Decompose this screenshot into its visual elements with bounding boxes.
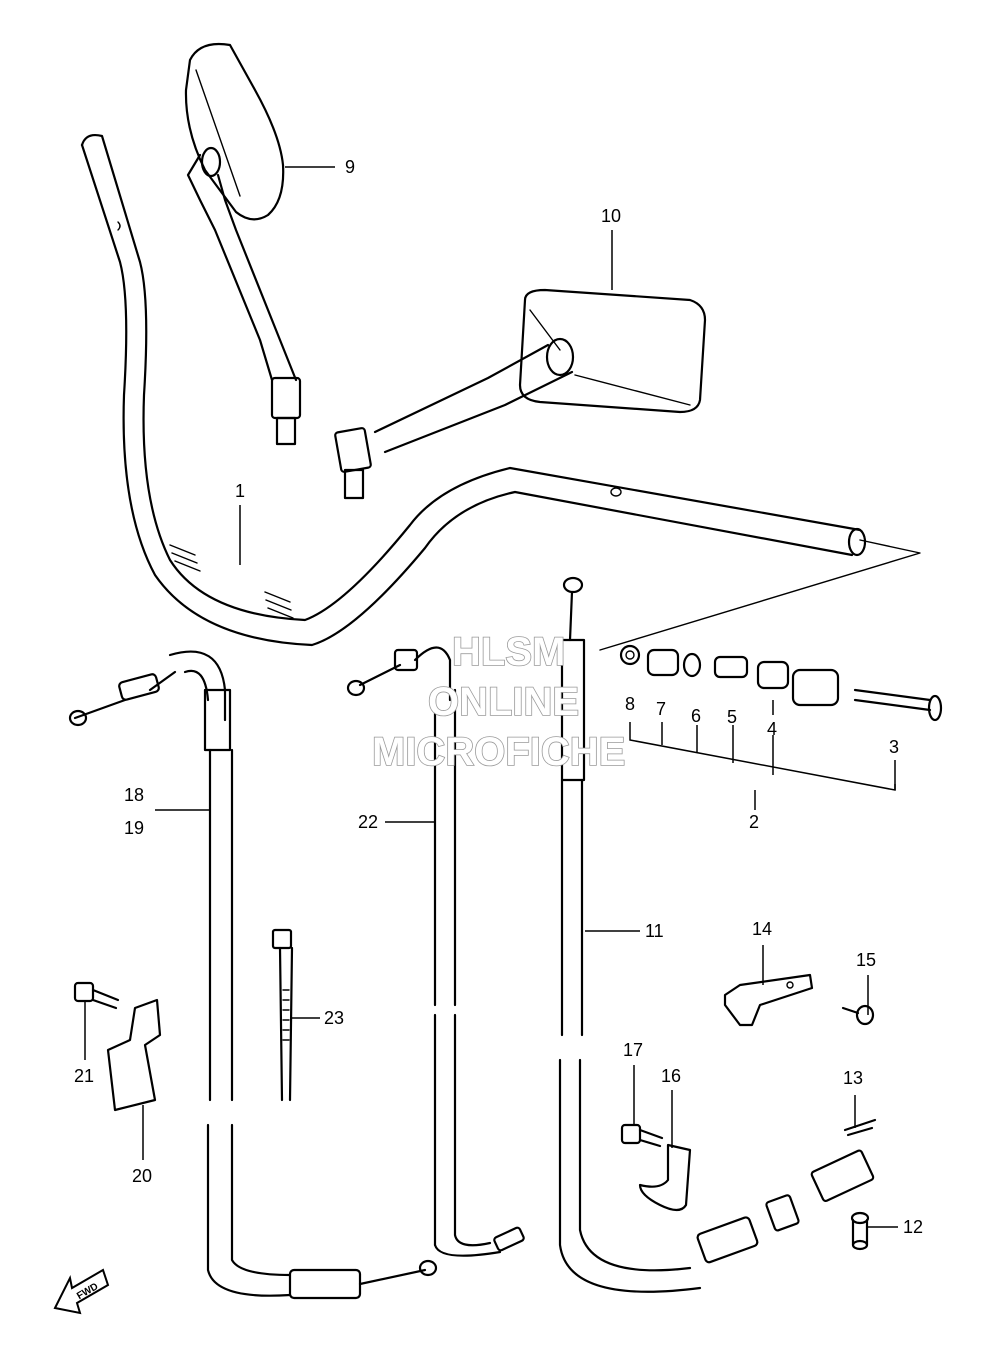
- callout-19: 19: [124, 818, 144, 838]
- callout-21: 21: [74, 1066, 94, 1086]
- callout-3: 3: [889, 737, 899, 757]
- balancer-assembly: [619, 644, 943, 791]
- fwd-arrow-icon: FWD: [53, 1268, 110, 1315]
- callout-6: 6: [691, 706, 701, 726]
- callout-15: 15: [856, 950, 876, 970]
- bracket-20: [106, 998, 162, 1112]
- callout-18: 18: [124, 785, 144, 805]
- callout-13: 13: [843, 1068, 863, 1088]
- callout-2: 2: [749, 812, 759, 832]
- bolt-17: [620, 1123, 664, 1148]
- callout-14: 14: [752, 919, 772, 939]
- callout-5: 5: [727, 707, 737, 727]
- throttle-cable-return: [346, 646, 525, 1257]
- bracket-14: [723, 973, 814, 1027]
- callout-1: 1: [235, 481, 245, 501]
- callout-23: 23: [324, 1008, 344, 1028]
- bolt-21: [73, 981, 120, 1010]
- cotter-pin-13: [843, 1118, 877, 1137]
- throttle-cable: [68, 650, 438, 1300]
- watermark-line1: HLSM: [452, 630, 565, 674]
- callout-22: 22: [358, 812, 378, 832]
- screw-15: [841, 1004, 875, 1026]
- callout-12: 12: [903, 1217, 923, 1237]
- clutch-cable: [558, 576, 875, 1293]
- callout-16: 16: [661, 1066, 681, 1086]
- mirror-right: [334, 288, 707, 500]
- callout-9: 9: [345, 157, 355, 177]
- clamp-16: [638, 1143, 692, 1212]
- cable-tie-23: [271, 928, 294, 1102]
- callout-20: 20: [132, 1166, 152, 1186]
- leader-lines: [84, 166, 898, 1228]
- handlebar: [80, 133, 921, 651]
- callout-10: 10: [601, 206, 621, 226]
- callout-8: 8: [625, 694, 635, 714]
- callout-7: 7: [656, 699, 666, 719]
- callout-17: 17: [623, 1040, 643, 1060]
- callout-11: 11: [645, 921, 664, 941]
- watermark-line3: MICROFICHE: [372, 730, 625, 774]
- mirror-left: [184, 42, 302, 446]
- pin-12: [850, 1211, 870, 1251]
- callout-4: 4: [767, 719, 777, 739]
- watermark-line2: ONLINE: [428, 680, 579, 724]
